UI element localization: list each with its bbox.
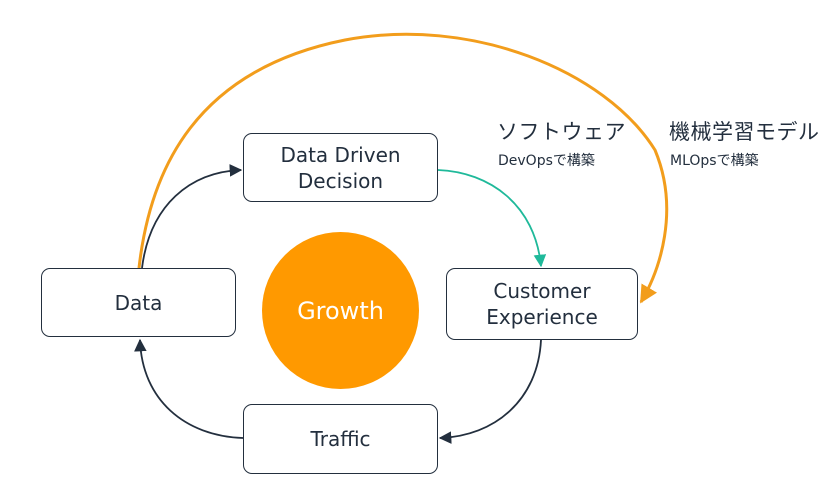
- arrow-traffic-to-data: [134, 338, 244, 439]
- node-customer-experience: Customer Experience: [446, 268, 638, 340]
- software-title: ソフトウェア: [497, 120, 626, 144]
- ml-model-subtitle: MLOpsで構築: [670, 153, 759, 169]
- ml-model-title: 機械学習モデル: [669, 120, 820, 144]
- arrow-data-to-decision: [141, 164, 243, 269]
- arrow-decision-to-cx: [437, 169, 547, 268]
- node-data: Data: [41, 268, 236, 337]
- arrow-data-to-cx-mlops: [137, 32, 669, 304]
- node-traffic: Traffic: [243, 404, 438, 474]
- growth-label: Growth: [297, 296, 384, 325]
- growth-circle: Growth: [262, 232, 419, 389]
- software-subtitle: DevOpsで構築: [498, 153, 595, 169]
- node-data-driven-decision: Data Driven Decision: [243, 133, 438, 202]
- arrow-cx-to-traffic: [438, 339, 542, 444]
